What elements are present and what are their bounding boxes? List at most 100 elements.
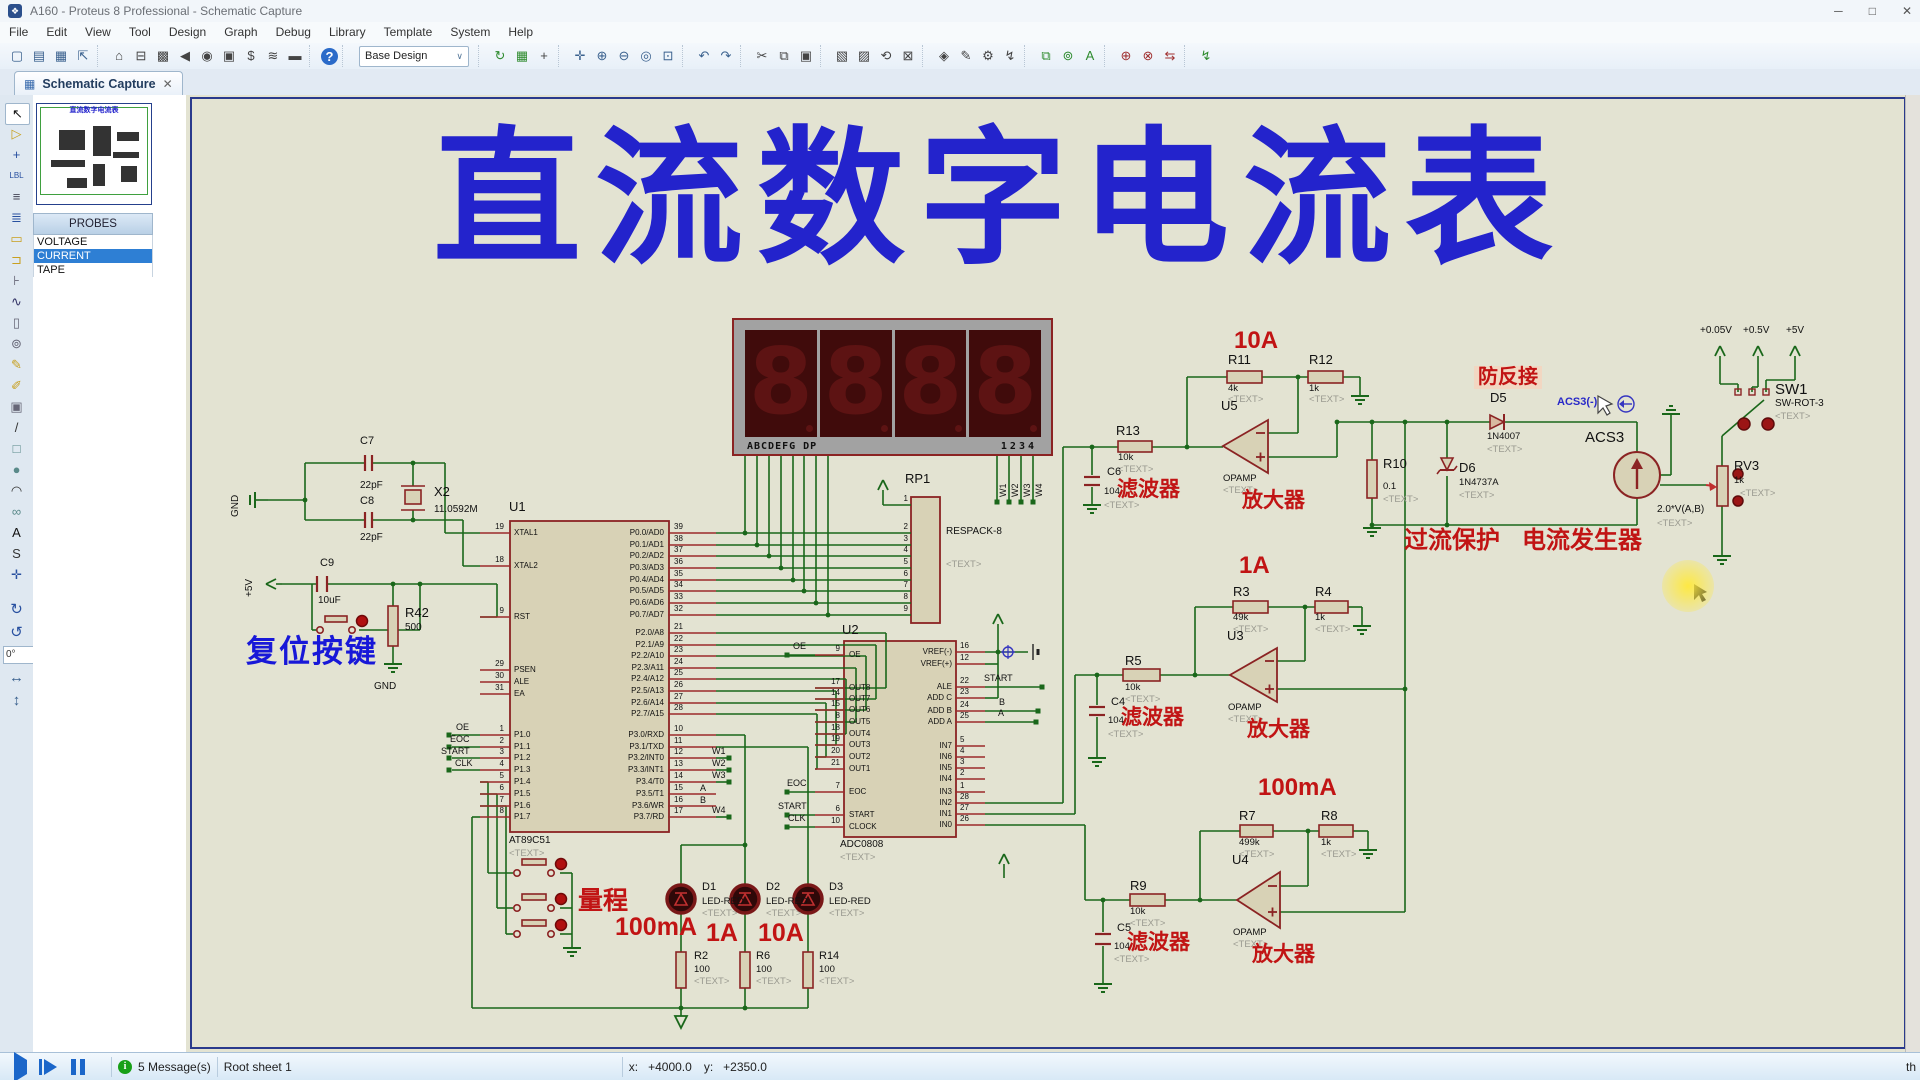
menu-graph[interactable]: Graph — [224, 25, 258, 39]
current-probe-icon[interactable]: ✐ — [11, 378, 22, 393]
menu-template[interactable]: Template — [383, 25, 433, 39]
grid-icon[interactable]: ▦ — [515, 48, 529, 63]
wire-label-icon[interactable]: LBL — [9, 171, 24, 180]
arc-2d-icon[interactable]: ◠ — [10, 483, 23, 498]
cut-icon[interactable]: ✂ — [756, 48, 768, 63]
path-2d-icon[interactable]: ∞ — [11, 504, 22, 519]
zoom-out-icon[interactable]: ⊖ — [618, 48, 630, 63]
source-icon[interactable]: ▣ — [222, 48, 236, 63]
circle-2d-icon[interactable]: ● — [12, 462, 21, 477]
close-button[interactable]: ✕ — [1901, 4, 1912, 18]
menu-tool[interactable]: Tool — [128, 25, 151, 39]
open-folder-icon[interactable]: ▤ — [32, 48, 46, 63]
rotate-ccw-icon[interactable]: ↺ — [10, 624, 23, 641]
probe-item-current[interactable]: CURRENT — [33, 249, 153, 263]
pan-icon[interactable]: ✛ — [574, 48, 586, 63]
home-icon[interactable]: ⌂ — [115, 48, 123, 63]
undo-icon[interactable]: ↶ — [698, 48, 710, 63]
menu-system[interactable]: System — [450, 25, 491, 39]
sheet-icon[interactable]: ⊟ — [135, 48, 147, 63]
new-file-icon[interactable]: ▢ — [10, 48, 24, 63]
world-icon[interactable]: ◉ — [201, 48, 213, 63]
redraw-icon[interactable]: ↻ — [494, 48, 506, 63]
menu-file[interactable]: File — [9, 25, 29, 39]
menu-library[interactable]: Library — [328, 25, 366, 39]
message-info-icon[interactable]: i — [118, 1060, 132, 1074]
box-2d-icon[interactable]: □ — [12, 441, 21, 456]
component-mode-icon[interactable]: ▷ — [11, 126, 22, 141]
delete-object-icon[interactable]: ⊗ — [1142, 48, 1154, 63]
pause-button[interactable] — [69, 1059, 87, 1075]
step-button[interactable] — [39, 1059, 57, 1075]
exchange-icon[interactable]: ⇆ — [1164, 48, 1176, 63]
rotate-cw-icon[interactable]: ↻ — [10, 601, 23, 618]
graph-mode-icon[interactable]: ∿ — [11, 294, 22, 309]
flip-vertical-icon[interactable]: ↕ — [12, 692, 21, 709]
menu-edit[interactable]: Edit — [46, 25, 68, 39]
zoom-in-icon[interactable]: ⊕ — [596, 48, 608, 63]
vertical-scrollbar[interactable] — [1905, 95, 1920, 1052]
zoom-select-icon[interactable]: ◈ — [939, 48, 949, 63]
gerber-icon[interactable]: ≋ — [267, 48, 279, 63]
copy-icon[interactable]: ⧉ — [779, 48, 789, 63]
save-icon[interactable]: ▦ — [54, 48, 68, 63]
block-copy-icon[interactable]: ▧ — [835, 48, 849, 63]
pcb-icon[interactable]: ▩ — [156, 48, 170, 63]
menu-view[interactable]: View — [85, 25, 111, 39]
text-2d-icon[interactable]: A — [12, 525, 21, 540]
voltage-probe-icon[interactable]: ✎ — [11, 357, 22, 372]
terminal-mode-icon[interactable]: ⊐ — [11, 252, 22, 267]
menu-debug[interactable]: Debug — [275, 25, 311, 39]
generator-mode-icon[interactable]: ⊚ — [11, 336, 22, 351]
bus-mode-icon[interactable]: ≣ — [11, 210, 22, 225]
message-count[interactable]: 5 Message(s) — [138, 1060, 211, 1074]
design-selector[interactable]: Base Design∨ — [359, 45, 469, 67]
paste-icon[interactable]: ▣ — [799, 48, 813, 63]
wire-autoroute-icon[interactable]: ✎ — [960, 48, 972, 63]
notes-icon[interactable]: ▬ — [288, 48, 302, 63]
rotation-angle-input[interactable]: 0° — [3, 646, 34, 664]
origin-icon[interactable]: + — [540, 48, 548, 63]
tab-schematic-capture[interactable]: ▦ Schematic Capture ✕ — [14, 71, 183, 95]
overview-thumbnail[interactable]: 直流数字电流表 — [36, 103, 152, 205]
symbol-2d-icon[interactable]: S — [12, 546, 21, 561]
selection-mode-icon[interactable]: ↖ — [5, 103, 30, 125]
device-pin-icon[interactable]: ⊦ — [13, 273, 20, 288]
instrument-icon[interactable]: ▣ — [10, 399, 23, 414]
subcircuit-icon[interactable]: ▭ — [10, 231, 23, 246]
find-icon[interactable]: ⊚ — [1062, 48, 1074, 63]
block-move-icon[interactable]: ▨ — [857, 48, 871, 63]
block-rotate-icon[interactable]: ⟲ — [880, 48, 892, 63]
marker-2d-icon[interactable]: ✛ — [11, 567, 22, 582]
minimize-button[interactable]: ─ — [1834, 4, 1843, 18]
sch-label-text-35: <TEXT> — [819, 976, 855, 987]
import-icon[interactable]: ⇱ — [77, 48, 89, 63]
menu-help[interactable]: Help — [508, 25, 534, 39]
play-button[interactable] — [14, 1052, 27, 1080]
text-script-icon[interactable]: ≡ — [12, 189, 21, 204]
bom-icon[interactable]: $ — [247, 48, 255, 63]
junction-dot-icon[interactable]: + — [12, 147, 21, 162]
line-2d-icon[interactable]: / — [14, 420, 19, 435]
redo-icon[interactable]: ↷ — [720, 48, 732, 63]
back-icon[interactable]: ◀ — [180, 48, 190, 63]
probe-item-tape[interactable]: TAPE — [33, 263, 153, 277]
property-assign-icon[interactable]: A — [1085, 48, 1095, 63]
pin-number-u1_left-10: 5 — [499, 771, 504, 780]
help-icon[interactable]: ? — [321, 47, 338, 65]
block-delete-icon[interactable]: ⊠ — [902, 48, 914, 63]
tab-close-icon[interactable]: ✕ — [162, 76, 173, 91]
maximize-button[interactable]: □ — [1868, 4, 1876, 18]
zoom-all-icon[interactable]: ◎ — [640, 48, 652, 63]
probe-item-voltage[interactable]: VOLTAGE — [33, 235, 153, 249]
property-tool-icon[interactable]: ↯ — [1004, 48, 1016, 63]
search-tag-icon[interactable]: ⚙ — [982, 48, 994, 63]
new-object-icon[interactable]: ⊕ — [1120, 48, 1132, 63]
netlist-icon[interactable]: ⧉ — [1041, 48, 1051, 63]
electrical-check-icon[interactable]: ↯ — [1200, 48, 1212, 63]
flip-horizontal-icon[interactable]: ↔ — [9, 669, 24, 686]
tape-recorder-icon[interactable]: ▯ — [12, 315, 21, 330]
menu-design[interactable]: Design — [168, 25, 207, 39]
zoom-area-icon[interactable]: ⊡ — [662, 48, 674, 63]
